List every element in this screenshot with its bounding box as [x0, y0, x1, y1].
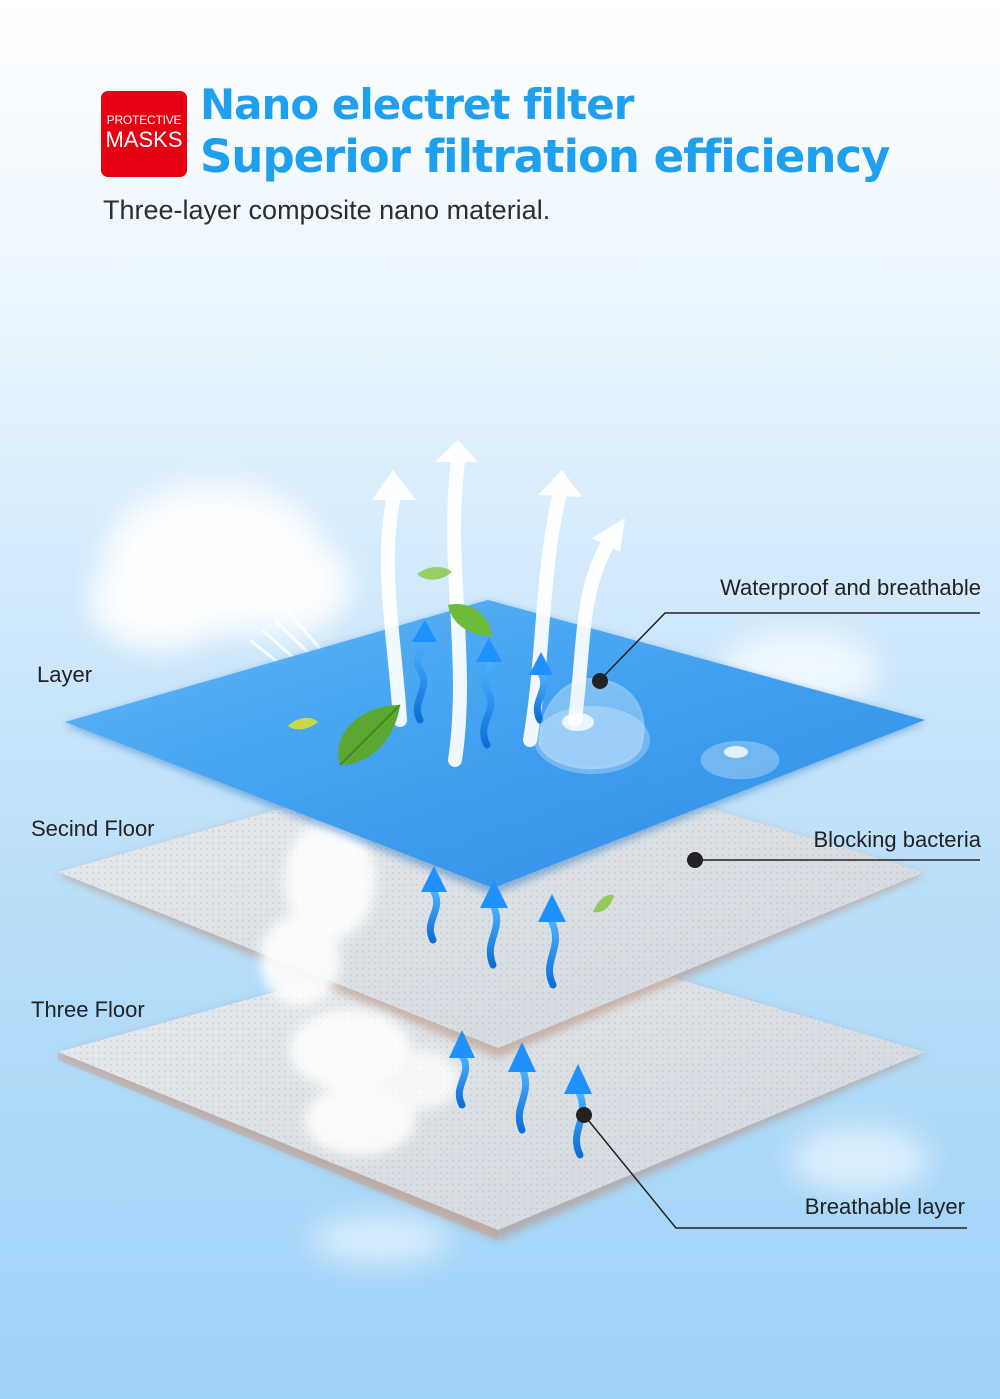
leaf-icon [448, 604, 492, 636]
leaf-icon [338, 704, 401, 766]
arrow-up-icon [538, 470, 582, 497]
label-blocking-bacteria: Blocking bacteria [813, 827, 981, 852]
layer-top [65, 600, 925, 895]
arrow-up-icon [421, 866, 566, 922]
blue-arrows-bottom [455, 1051, 586, 1159]
leaf-icon [593, 894, 614, 913]
arrow-up-icon [372, 470, 416, 500]
leaf-icon [288, 717, 318, 730]
arrow-up-icon [592, 518, 625, 552]
layer-three-floor [58, 928, 925, 1240]
arrow-up-icon [412, 620, 553, 675]
blue-arrows-top [413, 634, 548, 749]
callout-dot [576, 1107, 592, 1123]
callout-dots [576, 673, 703, 1123]
arrow-up-icon [435, 440, 478, 462]
water-drop-icon [534, 677, 650, 774]
water-drop-icon [700, 740, 780, 780]
leader-lines [583, 612, 980, 1229]
protective-masks-badge: PROTECTIVE MASKS [101, 91, 187, 177]
badge-bottom-text: MASKS [105, 127, 183, 152]
arrow-up-icon [449, 1030, 592, 1094]
subtitle: Three-layer composite nano material. [103, 195, 551, 225]
label-three-floor: Three Floor [31, 997, 145, 1022]
label-breathable-layer: Breathable layer [804, 1194, 965, 1219]
title-line1: Nano electret filter [200, 80, 634, 129]
label-second-floor: Secind Floor [31, 816, 155, 841]
badge-top-text: PROTECTIVE [106, 113, 182, 127]
smoke-icon [260, 820, 460, 1155]
title-line2: Superior filtration efficiency [200, 130, 890, 183]
label-layer: Layer [37, 662, 93, 687]
blue-arrows-middle [426, 886, 559, 989]
leaf-icon [417, 567, 452, 580]
callout-dot [687, 852, 703, 868]
callout-dot [592, 673, 608, 689]
label-waterproof-breathable: Waterproof and breathable [720, 575, 981, 600]
